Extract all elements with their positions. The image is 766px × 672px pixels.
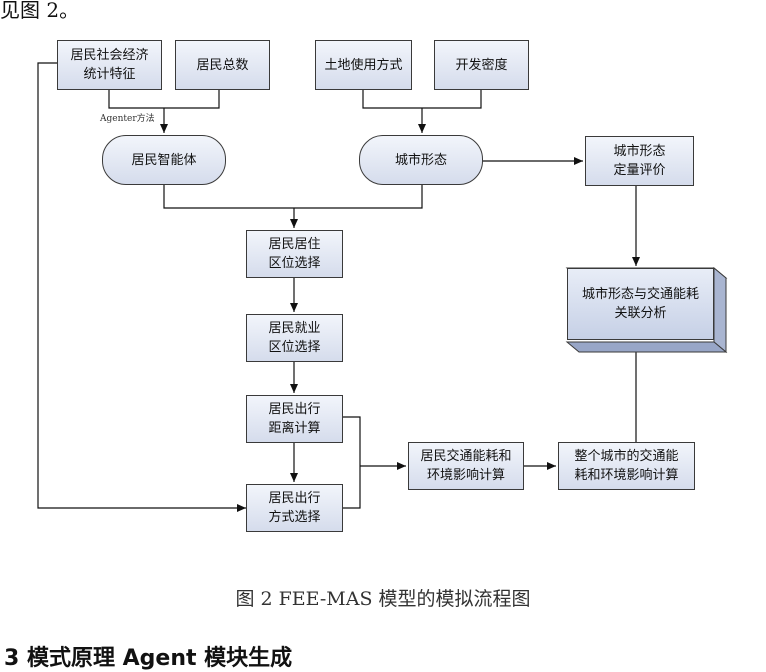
node-resident-agent: 居民智能体 (102, 135, 226, 185)
edge-agent-merge (163, 185, 423, 209)
edge-socio-merge (108, 90, 220, 109)
node-city-energy: 整个城市的交通能 耗和环境影响计算 (558, 442, 695, 490)
figure-caption: 图 2 FEE-MAS 模型的模拟流程图 (235, 588, 531, 610)
edge-distance-bracket (343, 416, 361, 509)
preceding-text-fragment: 见图 2。 (0, 0, 80, 22)
node-travel-mode: 居民出行 方式选择 (246, 484, 343, 532)
following-heading-fragment: 3 模式原理 Agent 模块生成 (4, 646, 293, 671)
node-land-use: 土地使用方式 (315, 40, 412, 90)
node-trip-distance: 居民出行 距离计算 (246, 395, 343, 443)
node-development-density: 开发密度 (434, 40, 529, 90)
edge-landuse-merge (362, 90, 482, 109)
node-form-evaluation: 城市形态 定量评价 (585, 136, 694, 186)
cube-bottom-face (565, 341, 728, 353)
node-urban-form: 城市形态 (359, 135, 483, 185)
agenter-method-label: Agenter方法 (100, 114, 155, 124)
node-resident-energy: 居民交通能耗和 环境影响计算 (408, 442, 524, 490)
cube-side-face (713, 266, 727, 354)
node-socioeconomic-features: 居民社会经济 统计特征 (57, 40, 162, 90)
node-resident-total: 居民总数 (175, 40, 270, 90)
edge-socio-to-mode (37, 62, 246, 512)
node-employment-location: 居民就业 区位选择 (246, 314, 343, 362)
node-residence-location: 居民居住 区位选择 (246, 230, 343, 278)
node-form-energy-correlation: 城市形态与交通能耗 关联分析 (567, 268, 714, 340)
